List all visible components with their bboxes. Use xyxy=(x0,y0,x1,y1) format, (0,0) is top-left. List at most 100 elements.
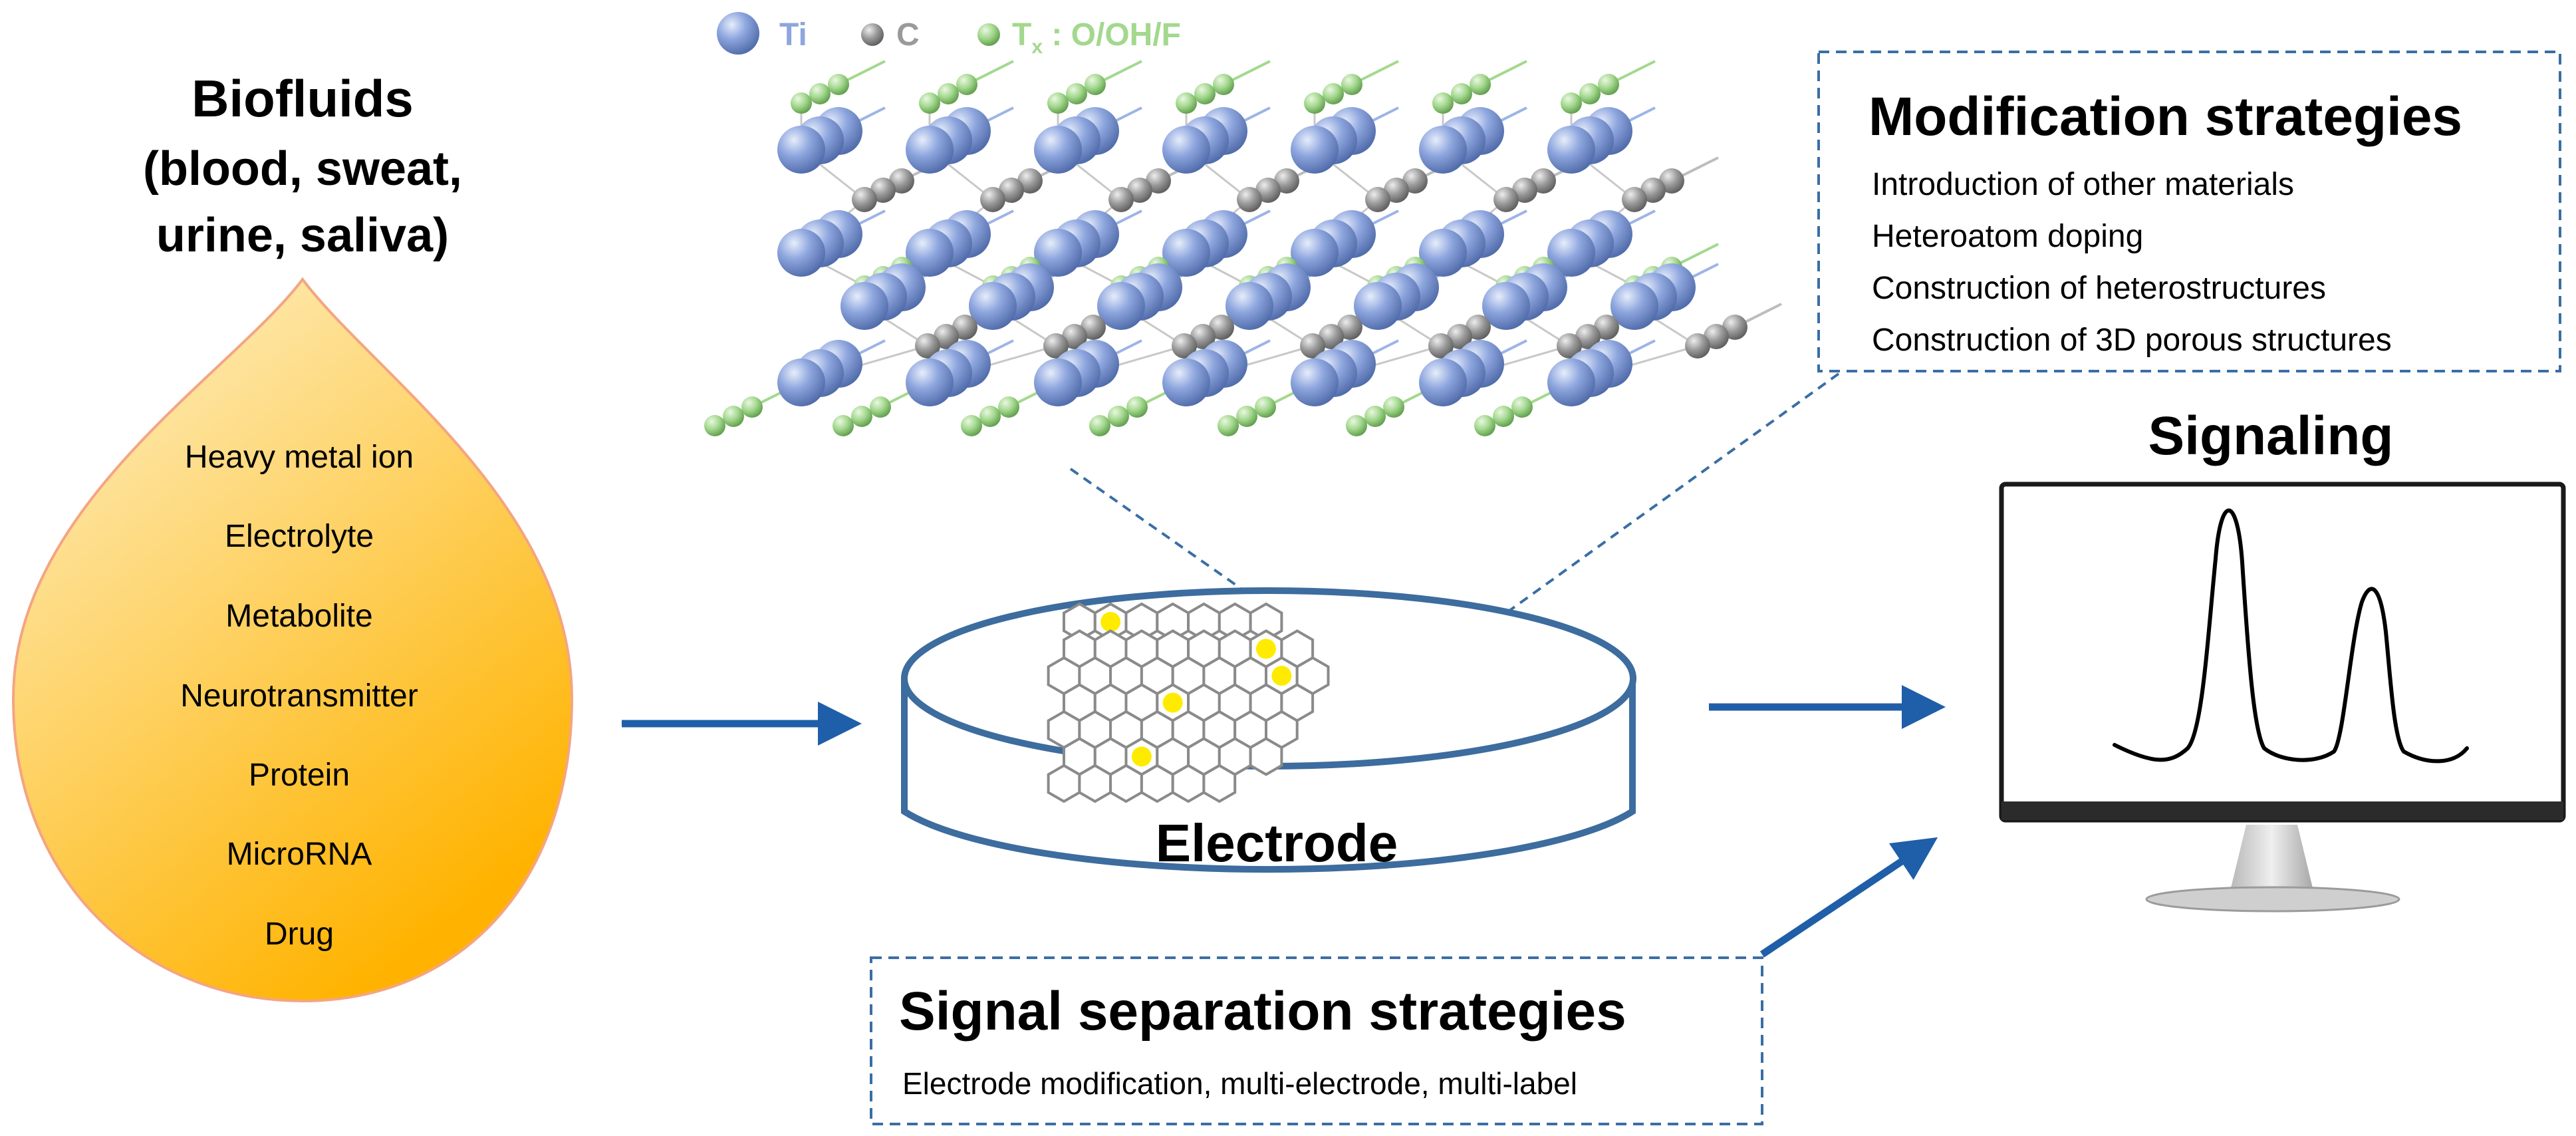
tx-atom-icon xyxy=(977,23,1000,46)
analyte-item: MicroRNA xyxy=(227,837,372,872)
tx-atom xyxy=(1085,74,1106,95)
analyte-item: Drug xyxy=(265,917,334,952)
c-atom xyxy=(1447,324,1472,349)
tx-atom xyxy=(1323,83,1344,104)
c-atom xyxy=(1384,178,1409,203)
ti-atom xyxy=(777,126,825,174)
lattice-hexagon xyxy=(1171,764,1206,803)
c-atom xyxy=(915,333,940,358)
ti-atom xyxy=(969,282,1017,330)
analyte-list: Heavy metal ion Electrolyte Metabolite N… xyxy=(180,440,418,952)
c-atom xyxy=(1512,178,1537,203)
ti-atom xyxy=(906,126,954,174)
c-atom xyxy=(1659,168,1684,194)
tx-atom xyxy=(1346,415,1367,436)
tx-atom xyxy=(833,415,854,436)
c-atom xyxy=(1428,333,1454,358)
tx-atom xyxy=(998,396,1019,418)
c-atom xyxy=(1466,315,1491,340)
ti-atom xyxy=(1547,229,1595,277)
ti-atom xyxy=(1034,358,1082,406)
tx-atom xyxy=(1255,396,1276,418)
monitor-screen xyxy=(1999,482,2566,823)
modification-box-border xyxy=(1817,51,2561,372)
tx-atom xyxy=(1383,396,1404,418)
ti-atom xyxy=(1547,358,1595,406)
c-atom xyxy=(1640,178,1666,203)
separation-subtitle: Electrode modification, multi-electrode,… xyxy=(902,1066,1577,1101)
tx-atom xyxy=(1108,406,1129,427)
tx-atom xyxy=(1236,406,1257,427)
ti-atom xyxy=(1034,126,1082,174)
ti-atom xyxy=(1291,126,1339,174)
tx-atom xyxy=(1432,92,1454,114)
ti-atom-icon xyxy=(717,12,759,55)
analyte-item: Protein xyxy=(249,758,350,793)
tx-atom xyxy=(1493,406,1514,427)
electrode: Electrode xyxy=(901,587,1636,873)
c-atom xyxy=(1146,168,1171,194)
ti-atom xyxy=(906,229,954,277)
ti-atom xyxy=(1419,229,1467,277)
tx-atom xyxy=(919,92,940,114)
mxene-crystal-structure xyxy=(704,60,1782,436)
dopant-atom xyxy=(1131,746,1152,767)
monitor-bezel-bottom xyxy=(2001,801,2563,820)
c-atom xyxy=(1575,324,1601,349)
tx-atom xyxy=(956,74,977,95)
c-atom xyxy=(1237,187,1262,212)
ti-atom xyxy=(777,358,825,406)
tx-atom xyxy=(1470,74,1491,95)
c-atom xyxy=(1017,168,1043,194)
c-atom xyxy=(889,168,914,194)
tx-atom xyxy=(791,92,812,114)
c-atom xyxy=(1622,187,1647,212)
electrode-label: Electrode xyxy=(1156,813,1398,873)
analyte-item: Heavy metal ion xyxy=(185,440,414,475)
tx-atom xyxy=(1364,406,1386,427)
lattice-hexagon xyxy=(1078,764,1112,803)
c-atom xyxy=(1255,178,1281,203)
tx-atom xyxy=(1474,415,1495,436)
signal-curve xyxy=(2113,508,2469,764)
ti-atom xyxy=(1162,358,1210,406)
monitor-stand-base xyxy=(2145,886,2400,913)
ti-atom xyxy=(777,229,825,277)
c-atom xyxy=(1108,187,1134,212)
c-atom-icon xyxy=(861,23,884,46)
c-atom xyxy=(1337,315,1362,340)
modification-title: Modification strategies xyxy=(1868,86,2462,147)
analyte-item: Metabolite xyxy=(225,599,372,634)
c-atom xyxy=(999,178,1024,203)
c-atom xyxy=(1172,333,1197,358)
tx-atom xyxy=(828,74,849,95)
tx-atom xyxy=(1511,396,1533,418)
monitor-stand-neck xyxy=(2231,825,2313,888)
dashed-arrow-crystal-to-electrode xyxy=(1069,468,1267,607)
graphene-like-lattice xyxy=(1047,602,1330,803)
c-atom xyxy=(1127,178,1152,203)
tx-atom xyxy=(1579,83,1601,104)
ti-atom xyxy=(1482,282,1530,330)
dopant-atom xyxy=(1162,692,1183,713)
tx-atom xyxy=(938,83,959,104)
c-atom xyxy=(1081,315,1106,340)
ti-atom xyxy=(1419,126,1467,174)
c-atom xyxy=(870,178,896,203)
tx-atom xyxy=(1213,74,1234,95)
ti-atom xyxy=(840,282,888,330)
c-atom xyxy=(1319,324,1344,349)
c-atom xyxy=(1531,168,1556,194)
c-atom xyxy=(1365,187,1390,212)
tx-atom xyxy=(1176,92,1197,114)
lattice-hexagon xyxy=(1109,764,1143,803)
tx-atom xyxy=(1598,74,1619,95)
ti-atom xyxy=(1097,282,1145,330)
modification-item: Construction of 3D porous structures xyxy=(1872,323,2392,358)
c-atom xyxy=(1300,333,1325,358)
analyte-item: Electrolyte xyxy=(225,519,374,554)
tx-atom xyxy=(851,406,872,427)
tx-atom xyxy=(1066,83,1087,104)
modification-strategies-box: Modification strategies Introduction of … xyxy=(1817,51,2561,372)
